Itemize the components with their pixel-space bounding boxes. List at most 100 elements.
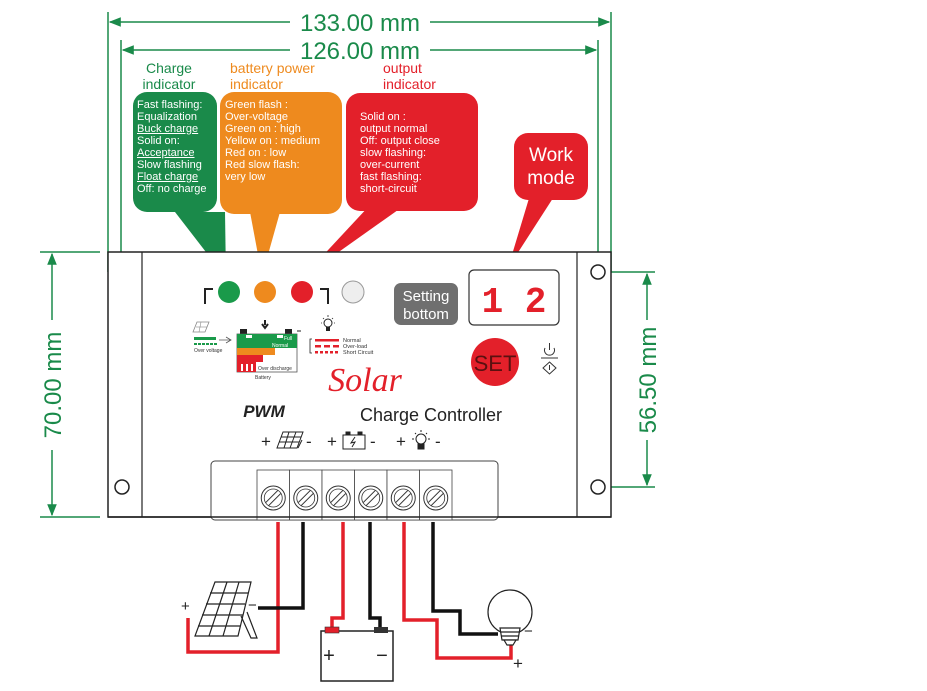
battery-callout-line: Red on : low xyxy=(225,147,287,159)
screw-slot xyxy=(297,490,311,503)
battery-over-discharge-label: Over discharge xyxy=(258,366,292,372)
terminal-screw-head xyxy=(328,488,348,508)
screw-slot xyxy=(300,493,314,506)
setting-callout-line1: Setting xyxy=(403,288,450,305)
battery-title-line2: indicator xyxy=(230,76,283,92)
solar-minus: - xyxy=(306,432,312,451)
terminal-screw-head xyxy=(361,488,381,508)
charge-callout-line: Fast flashing: xyxy=(137,99,203,111)
led-battery xyxy=(254,281,276,303)
set-button[interactable]: SET xyxy=(471,338,519,386)
battery-plus: + xyxy=(327,432,337,451)
output-callout-line: over-current xyxy=(360,159,420,171)
dimension-56mm: 56.50 mm xyxy=(598,271,662,488)
load-negative-wire xyxy=(431,522,498,636)
brand-script: Solar xyxy=(328,362,402,399)
screw-slot xyxy=(365,493,379,506)
lamp-illustration: − + xyxy=(487,589,533,673)
set-button-label: SET xyxy=(474,351,517,376)
charge-callout-line: Off: no charge xyxy=(137,183,207,195)
led-output xyxy=(291,281,313,303)
battery-indicator-title: battery power indicator xyxy=(230,60,340,92)
terminal-screw[interactable] xyxy=(293,485,319,511)
terminal-screw[interactable] xyxy=(423,485,449,511)
terminal-screw-head xyxy=(426,488,446,508)
solar-over-voltage-label: Over voltage xyxy=(194,348,223,354)
lamp-icon xyxy=(412,430,430,450)
battery-illustration: + − xyxy=(320,626,394,682)
led-spare xyxy=(341,280,365,304)
seven-segment-display xyxy=(468,269,560,326)
screw-slot xyxy=(330,490,344,503)
solar-negative-wire xyxy=(258,522,305,610)
battery-title-line1: battery power xyxy=(230,60,315,76)
charge-title-line2: indicator xyxy=(142,76,196,92)
dimension-70mm: 70.00 mm xyxy=(40,251,100,518)
charge-callout-line: Buck charge xyxy=(137,123,199,135)
terminal-screw[interactable] xyxy=(260,485,286,511)
solar-arrow-icon xyxy=(219,336,232,344)
display-readout: 1 2 xyxy=(482,282,547,323)
battery-plus-sign: + xyxy=(323,645,335,667)
lamp-plus: + xyxy=(396,432,406,451)
terminal-polarity-row: + - + - + - xyxy=(261,430,441,451)
output-callout-line: short-circuit xyxy=(360,183,417,195)
battery-callout-line: very low xyxy=(225,171,266,183)
terminal-screw[interactable] xyxy=(325,485,351,511)
battery-callout-line: Green on : high xyxy=(225,123,301,135)
dim-mounting-height: 56.50 mm xyxy=(635,327,662,434)
dim-overall-width: 133.00 mm xyxy=(300,10,420,37)
battery-icon xyxy=(342,431,366,450)
charge-callout-line: Solid on: xyxy=(137,135,180,147)
work-mode-callout: Work mode xyxy=(514,133,588,200)
battery-callout-line: Over-voltage xyxy=(225,111,288,123)
solar-legend-icon xyxy=(192,321,210,333)
dimension-133mm: 133.00 mm xyxy=(107,10,612,272)
setting-callout xyxy=(394,283,458,325)
charge-callout-line: Equalization xyxy=(137,111,197,123)
led-bracket-right xyxy=(320,288,329,304)
terminal-screw[interactable] xyxy=(358,485,384,511)
screw-slot xyxy=(265,490,279,503)
mounting-hole-top-right xyxy=(590,264,606,280)
product-label: Charge Controller xyxy=(360,405,502,425)
solar-minus-sign: − xyxy=(248,597,257,614)
load-state-short-circuit: Short Circuit xyxy=(343,350,374,356)
lamp-minus: - xyxy=(435,432,441,451)
work-mode-callout-tail xyxy=(508,195,555,268)
mounting-hole-bottom-left xyxy=(114,479,130,495)
solar-positive-wire xyxy=(186,522,280,654)
dim-overall-height: 70.00 mm xyxy=(40,332,67,439)
wiring xyxy=(186,522,513,660)
charge-indicator-title: Charge indicator xyxy=(134,60,204,92)
down-arrow-icon xyxy=(261,320,269,330)
screw-slot xyxy=(430,493,444,506)
terminal-screw[interactable] xyxy=(390,485,416,511)
battery-callout-line: Yellow on : medium xyxy=(225,135,320,147)
mounting-hole-bottom-right xyxy=(590,479,606,495)
led-charge xyxy=(218,281,240,303)
screw-slot xyxy=(427,490,441,503)
battery-callout-line: Red slow flash: xyxy=(225,159,300,171)
work-mode-line1: Work xyxy=(529,145,573,166)
led-bracket-left xyxy=(204,288,213,304)
terminal-screw-head xyxy=(393,488,413,508)
solar-legend: Over voltage xyxy=(192,321,232,354)
terminal-screws xyxy=(256,469,453,521)
screw-slot xyxy=(268,493,282,506)
output-title-line1: output xyxy=(383,60,422,76)
battery-callout-line: Green flash : xyxy=(225,99,288,111)
output-callout-line: output normal xyxy=(360,123,428,135)
solar-panel-icon xyxy=(276,431,304,449)
output-callout-line: slow flashing: xyxy=(360,147,427,159)
setting-callout-line2: bottom xyxy=(403,306,449,323)
work-mode-line2: mode xyxy=(527,168,575,189)
lamp-plus-sign: + xyxy=(513,654,523,673)
terminal-screw-head xyxy=(263,488,283,508)
led-row xyxy=(218,280,365,304)
solar-plus: + xyxy=(261,432,271,451)
battery-minus-sign: − xyxy=(376,645,388,667)
screw-slot xyxy=(395,490,409,503)
